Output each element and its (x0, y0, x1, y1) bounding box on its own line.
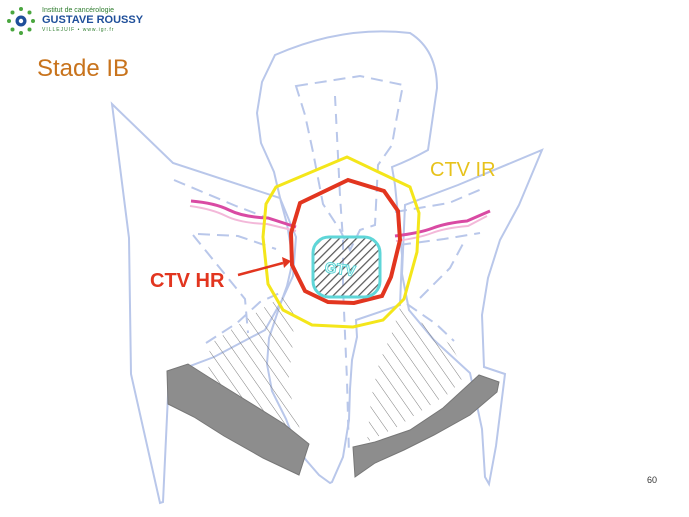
left-bone-bar (166, 363, 310, 476)
left-hatched-region (207, 294, 302, 440)
ctv-hr-label: CTV HR (150, 270, 225, 292)
inner-dashed-right-side (394, 187, 485, 342)
inner-dashed-left-side (173, 179, 283, 344)
right-vessel-inner (395, 215, 488, 242)
right-hatched-region (367, 307, 466, 442)
institution-logo: Institut de cancérologie GUSTAVE ROUSSY … (6, 6, 156, 36)
gtv-label: GTV (324, 259, 357, 280)
ctv-hr-contour (288, 177, 403, 306)
logo-line-3: VILLEJUIF • www.igr.fr (42, 27, 115, 33)
ctv-hr-arrow-head (282, 257, 291, 268)
right-bone-bar (352, 374, 500, 478)
ctv-hr-arrow (237, 261, 284, 277)
slide-title: Stade IB (37, 55, 130, 82)
left-vessel-inner (189, 205, 297, 232)
logo-line-1: Institut de cancérologie (42, 7, 114, 14)
logo-line-2: GUSTAVE ROUSSY (42, 14, 144, 26)
page-number: 60 (647, 475, 658, 485)
left-vessel (190, 199, 297, 229)
inner-dashed-contour-top (294, 74, 405, 253)
logo-sunburst-icon (7, 7, 35, 35)
ctv-ir-contour (261, 155, 421, 329)
right-vessel (394, 209, 491, 238)
gtv-region (311, 235, 382, 299)
ctv-ir-label: CTV IR (430, 159, 496, 181)
